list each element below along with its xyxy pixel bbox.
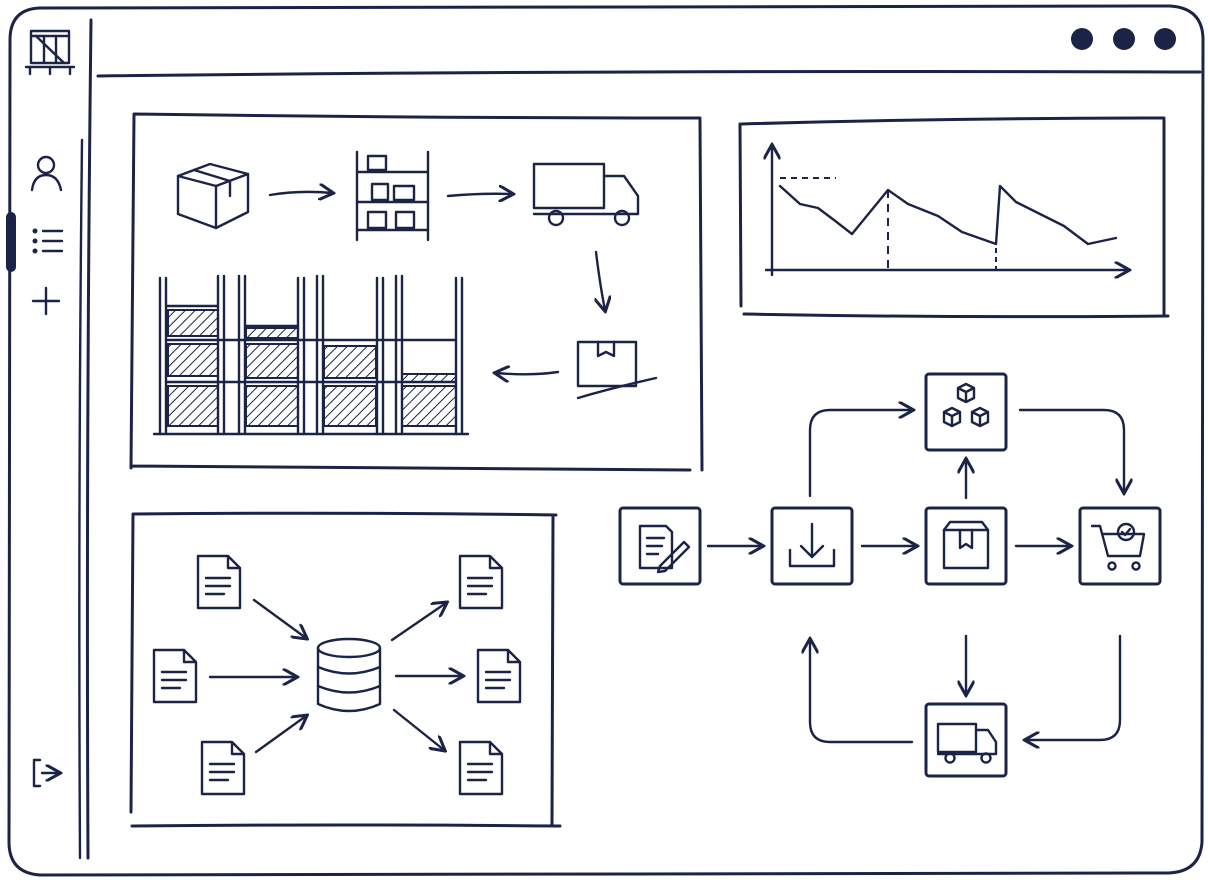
document-icons: [152, 554, 522, 796]
document-icon: [152, 648, 198, 704]
cart-node[interactable]: [1078, 506, 1162, 586]
package-node[interactable]: [924, 506, 1008, 586]
cart-check-icon: [1090, 522, 1146, 571]
order-form-icon: [638, 524, 691, 574]
trend-line: [778, 184, 1118, 246]
active-indicator: [6, 212, 16, 272]
delivery-box-icon: [576, 340, 658, 400]
package-icon: [942, 520, 990, 570]
list-icon[interactable]: [32, 228, 64, 254]
sidebar-divider-shadow: [78, 138, 84, 860]
inbox-node[interactable]: [770, 506, 854, 586]
chart-axes: [766, 146, 1128, 275]
user-icon[interactable]: [30, 155, 63, 192]
window-dot-2[interactable]: [1113, 28, 1135, 50]
box-icon: [176, 162, 250, 230]
truck-node[interactable]: [924, 702, 1008, 778]
boxes-node[interactable]: [924, 372, 1008, 452]
inbox-download-icon: [788, 522, 836, 568]
database-icon: [316, 637, 382, 713]
shelf-icon: [355, 150, 430, 242]
truck-icon: [532, 162, 640, 227]
warehouse-crate-icon: [24, 29, 76, 76]
sidebar-divider: [85, 18, 93, 860]
document-icon: [458, 740, 504, 796]
trend-chart-panel: [738, 116, 1170, 319]
order-form-node[interactable]: [618, 506, 702, 586]
logout-icon[interactable]: [32, 758, 59, 788]
storage-racks: [152, 274, 470, 436]
window-controls[interactable]: [1071, 28, 1176, 50]
warehouse-flow-panel: [129, 112, 704, 472]
document-icon: [458, 554, 504, 610]
boxes-icon: [942, 382, 990, 428]
order-flow-panel: [618, 372, 1162, 778]
window-dot-3[interactable]: [1154, 28, 1176, 50]
window-dot-1[interactable]: [1071, 28, 1093, 50]
document-icon: [476, 648, 522, 704]
header-divider: [96, 70, 1202, 78]
truck-icon: [936, 722, 998, 764]
data-hub-panel: [129, 511, 562, 828]
document-icon: [196, 554, 242, 610]
document-icon: [200, 740, 246, 796]
window-frame: [7, 4, 1205, 877]
plus-icon[interactable]: [31, 286, 61, 316]
